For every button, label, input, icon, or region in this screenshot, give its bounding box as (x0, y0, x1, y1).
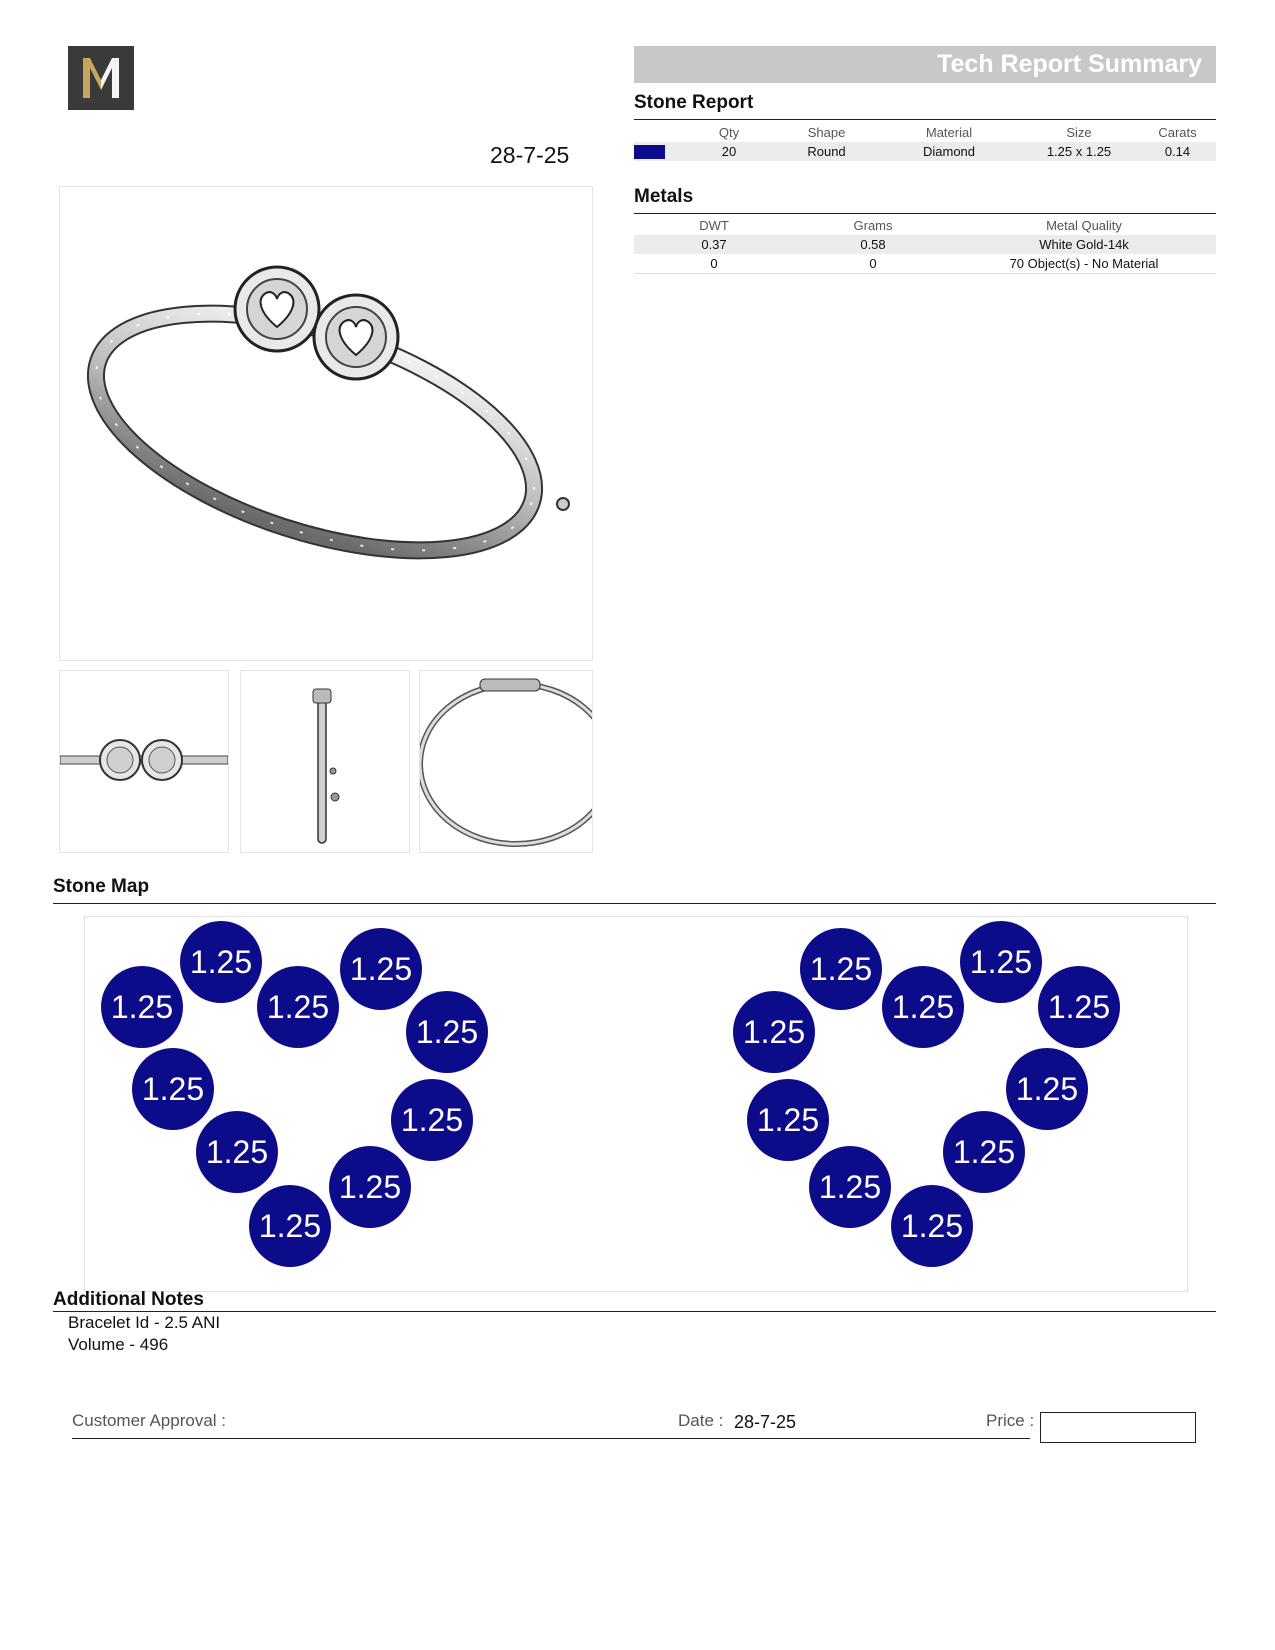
col-shape: Shape (807, 124, 846, 140)
stone-size-label: 1.25 (111, 989, 173, 1025)
stone-size-label: 1.25 (267, 989, 329, 1025)
table-row: 0 0 70 Object(s) - No Material (634, 254, 1216, 274)
approval-date-value: 28-7-25 (734, 1412, 797, 1432)
stone-marker: 1.25 (1038, 966, 1120, 1048)
bracelet-front-view-icon (417, 678, 615, 847)
stone-marker: 1.25 (733, 991, 815, 1073)
signature-line[interactable] (72, 1438, 1030, 1439)
report-title: Tech Report Summary (937, 50, 1202, 78)
metals-header: DWT Grams Metal Quality (634, 215, 1216, 235)
metal-grams: 0.58 (794, 235, 952, 254)
stone-size-label: 1.25 (953, 1134, 1015, 1170)
col-metal-quality: Metal Quality (1046, 217, 1122, 233)
stone-marker: 1.25 (249, 1185, 331, 1267)
stone-report-title: Stone Report (634, 92, 754, 113)
bracelet-top-view-icon (59, 739, 229, 781)
stone-size-label: 1.25 (757, 1102, 819, 1138)
col-carats: Carats (1158, 124, 1197, 140)
notes-rule (53, 1311, 1216, 1312)
col-swatch (634, 122, 684, 142)
stone-marker: 1.25 (960, 921, 1042, 1003)
note-line: Volume - 496 (68, 1335, 169, 1354)
stone-size-label: 1.25 (259, 1208, 321, 1244)
stone-marker: 1.25 (882, 966, 964, 1048)
stone-size-label: 1.25 (1016, 1071, 1078, 1107)
stone-size-label: 1.25 (416, 1014, 478, 1050)
stone-marker: 1.25 (747, 1079, 829, 1161)
stone-shape: Round (774, 142, 879, 161)
stone-size-label: 1.25 (339, 1169, 401, 1205)
stone-marker: 1.25 (180, 921, 262, 1003)
logo-m-icon (83, 58, 119, 98)
stone-report-rule (634, 119, 1216, 120)
metals-title: Metals (634, 186, 694, 207)
company-logo (68, 46, 134, 110)
metal-grams: 0 (794, 254, 952, 274)
report-banner: Tech Report Summary (634, 46, 1216, 83)
bracelet-main-image (59, 186, 593, 661)
metal-quality: White Gold-14k (952, 235, 1216, 254)
stone-map-rule (53, 903, 1216, 904)
stone-size-label: 1.25 (1048, 989, 1110, 1025)
stone-size-label: 1.25 (142, 1071, 204, 1107)
stone-marker: 1.25 (1006, 1048, 1088, 1130)
stone-size-label: 1.25 (810, 951, 872, 987)
price-label: Price : (986, 1411, 1035, 1430)
customer-approval-label: Customer Approval : (72, 1411, 227, 1430)
stone-carats: 0.14 (1139, 142, 1216, 161)
stone-marker: 1.25 (943, 1111, 1025, 1193)
metal-quality: 70 Object(s) - No Material (952, 254, 1216, 274)
price-field[interactable] (1040, 1412, 1196, 1443)
stone-qty: 20 (684, 142, 774, 161)
stone-map-diagram: 1.251.251.251.251.251.251.251.251.251.25… (101, 921, 1120, 1267)
metal-dwt: 0 (634, 254, 794, 274)
stone-size-label: 1.25 (901, 1208, 963, 1244)
col-dwt: DWT (699, 217, 729, 233)
stone-marker: 1.25 (101, 966, 183, 1048)
table-row: 20 Round Diamond 1.25 x 1.25 0.14 (634, 142, 1216, 161)
stone-marker: 1.25 (809, 1146, 891, 1228)
col-size: Size (1066, 124, 1092, 140)
approval-date-label: Date : (678, 1411, 724, 1430)
table-row: 0.37 0.58 White Gold-14k (634, 235, 1216, 254)
notes-title: Additional Notes (53, 1289, 204, 1310)
stone-size-label: 1.25 (970, 944, 1032, 980)
bracelet-perspective-icon (86, 265, 570, 560)
stone-marker: 1.25 (406, 991, 488, 1073)
bracelet-thumb-side (240, 670, 410, 853)
stone-map-title: Stone Map (53, 876, 150, 897)
col-material: Material (925, 124, 973, 140)
stone-report-header: Qty Shape Material Size Carats (634, 122, 1216, 142)
stone-material: Diamond (879, 142, 1019, 161)
stone-marker: 1.25 (132, 1048, 214, 1130)
stone-size-label: 1.25 (892, 989, 954, 1025)
stone-size: 1.25 x 1.25 (1019, 142, 1139, 161)
stone-size-label: 1.25 (401, 1102, 463, 1138)
stone-marker: 1.25 (800, 928, 882, 1010)
stone-color-swatch (634, 142, 684, 161)
stone-marker: 1.25 (329, 1146, 411, 1228)
col-grams: Grams (853, 217, 893, 233)
stone-size-label: 1.25 (206, 1134, 268, 1170)
stone-size-label: 1.25 (350, 951, 412, 987)
bracelet-thumb-front (417, 670, 615, 853)
document-date: 28-7-25 (490, 142, 570, 168)
metals-table: DWT Grams Metal Quality 0.37 0.58 White … (634, 215, 1216, 274)
stone-marker: 1.25 (340, 928, 422, 1010)
metal-dwt: 0.37 (634, 235, 794, 254)
stone-size-label: 1.25 (190, 944, 252, 980)
stone-size-label: 1.25 (743, 1014, 805, 1050)
stone-marker: 1.25 (196, 1111, 278, 1193)
stone-report-table: Qty Shape Material Size Carats 20 Round … (634, 122, 1216, 161)
stone-marker: 1.25 (257, 966, 339, 1048)
metals-rule (634, 213, 1216, 214)
stone-marker: 1.25 (391, 1079, 473, 1161)
stone-size-label: 1.25 (819, 1169, 881, 1205)
stone-marker: 1.25 (891, 1185, 973, 1267)
note-line: Bracelet Id - 2.5 ANI (68, 1313, 221, 1332)
bracelet-side-view-icon (312, 688, 340, 844)
bracelet-thumb-top (59, 670, 229, 853)
col-qty: Qty (718, 124, 740, 140)
